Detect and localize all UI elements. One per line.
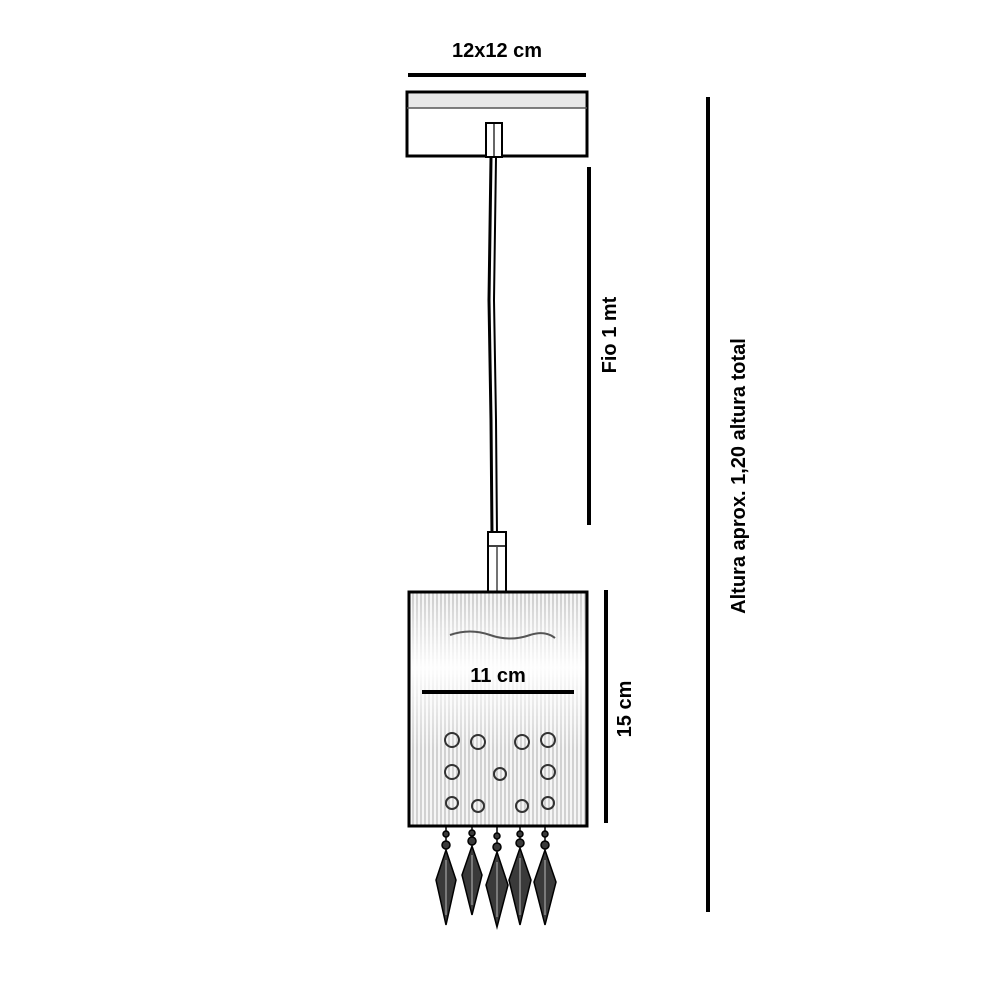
total-height-dimension-line — [706, 97, 710, 912]
shade-width-label: 11 cm — [470, 665, 526, 687]
shade-connector — [487, 531, 507, 593]
canopy-width-label: 12x12 cm — [451, 40, 543, 62]
wire-length-dimension-line — [587, 167, 591, 525]
shade-height-label: 15 cm — [614, 680, 636, 738]
suspension-wire — [487, 157, 498, 536]
crystal-pendants — [435, 826, 557, 930]
wire-length-label: Fio 1 mt — [599, 296, 621, 374]
lamp-shade — [407, 590, 589, 828]
shade-height-dimension-line — [604, 590, 608, 823]
total-height-label: Altura aprox. 1,20 altura total — [728, 338, 750, 614]
canopy-width-dimension-line — [408, 73, 586, 77]
ceiling-canopy — [405, 90, 589, 158]
shade-width-dimension-line — [422, 690, 574, 694]
